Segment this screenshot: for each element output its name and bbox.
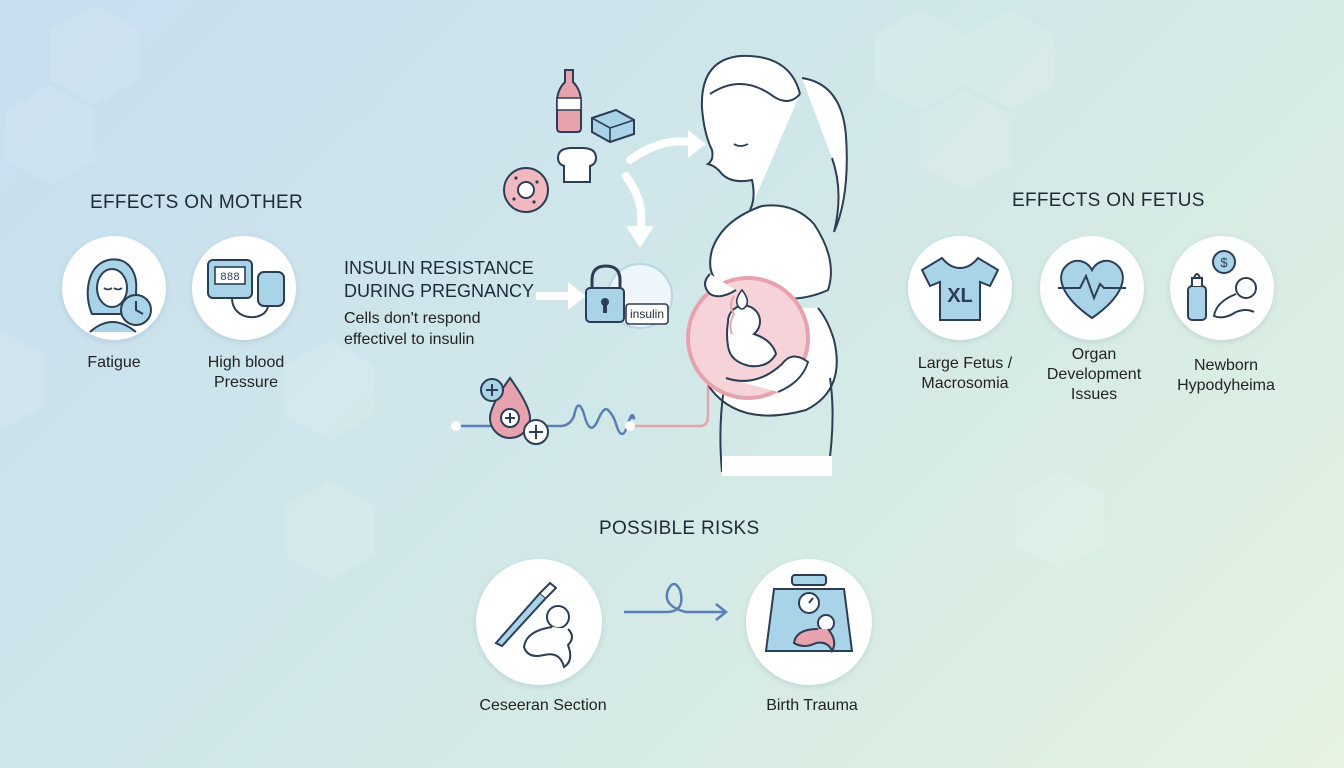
blood-drop-icon [480, 376, 549, 445]
insulin-resistance-heading: INSULIN RESISTANCE DURING PREGNANCY [344, 257, 534, 303]
birth-trauma-circle [746, 559, 872, 685]
sugar-cube-icon [591, 108, 635, 144]
heart-pulse-icon [1058, 259, 1126, 320]
cesarean-label: Ceseeran Section [479, 697, 607, 714]
high-blood-line2: Pressure [213, 374, 279, 391]
newborn-label: Newborn Hypodyheima [1156, 356, 1296, 396]
risks-connector-arrow [624, 582, 729, 621]
tired-woman-clock-icon [86, 258, 152, 333]
xl-shirt-icon: XL [920, 256, 1000, 321]
fatigue-label: Fatigue [87, 354, 141, 371]
heading-line2: DURING PREGNANCY [344, 281, 535, 301]
mother-section-title: EFFECTS ON MOTHER [90, 192, 304, 213]
large-fetus-circle: XL [908, 236, 1012, 340]
insulin-label: insulin [630, 307, 665, 321]
pregnant-woman-illustration [686, 54, 848, 476]
cesarean-circle [476, 559, 602, 685]
scalpel-fetus-icon [494, 581, 573, 669]
fetus-section-title: EFFECTS ON FETUS [1012, 190, 1205, 211]
newborn-circle: $ [1170, 236, 1274, 340]
large-fetus-line1: Large Fetus / [917, 355, 1013, 372]
newborn-line1: Newborn [1193, 357, 1259, 374]
arrow-food-to-mother [626, 137, 694, 164]
svg-text:888: 888 [220, 272, 240, 284]
fetus-in-womb-icon [726, 304, 778, 368]
scale-baby-icon [764, 574, 854, 654]
arrow-food-to-lock [622, 172, 646, 234]
blood-pressure-circle: 888 [192, 236, 296, 340]
insulin-lock-icon [585, 263, 673, 329]
high-blood-line1: High blood [207, 354, 285, 371]
birth-trauma-label: Birth Trauma [766, 697, 858, 714]
high-blood-pressure-label: High blood Pressure [176, 353, 316, 393]
baby-bottle-icon: $ [1187, 250, 1257, 321]
organ-development-circle [1040, 236, 1144, 340]
organ-development-label: Organ Development Issues [1024, 345, 1164, 405]
insulin-resistance-description: Cells don't respond effectivel to insuli… [344, 308, 480, 350]
heading-line1: INSULIN RESISTANCE [344, 258, 534, 278]
donut-icon [503, 167, 549, 213]
large-fetus-line2: Macrosomia [921, 375, 1009, 392]
newborn-line2: Hypodyheima [1177, 377, 1275, 394]
svg-text:$: $ [1220, 255, 1228, 270]
blood-pressure-monitor-icon: 888 [207, 259, 285, 319]
svg-text:XL: XL [947, 285, 973, 307]
fatigue-circle [62, 236, 166, 340]
desc-line2: effectivel to insulin [344, 331, 475, 348]
large-fetus-label: Large Fetus / Macrosomia [895, 354, 1035, 394]
desc-line1: Cells don't respond [344, 310, 481, 327]
insulin-flow-illustration [451, 69, 710, 445]
soda-bottle-icon [556, 69, 582, 133]
organ-line2: Development [1046, 366, 1142, 383]
risks-section-title: POSSIBLE RISKS [599, 518, 760, 539]
bread-icon [556, 147, 598, 183]
organ-line1: Organ [1071, 346, 1117, 363]
organ-line3: Issues [1070, 386, 1118, 403]
